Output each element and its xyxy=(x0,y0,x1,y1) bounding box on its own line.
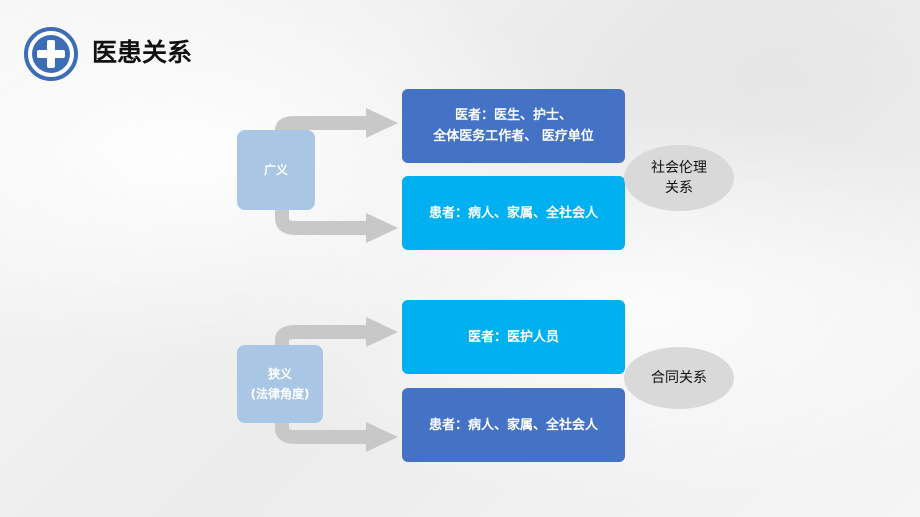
arrow-narrow-to-patient xyxy=(275,418,368,444)
patient-box-narrow: 患者：病人、家属、全社会人 xyxy=(402,388,625,462)
arrow-narrow-to-doctor xyxy=(275,325,368,350)
box-line: 患者：病人、家属、全社会人 xyxy=(428,205,598,221)
doctor-box-narrow: 医者：医护人员 xyxy=(402,300,625,374)
relation-line: 合同关系 xyxy=(651,370,707,386)
box-line: 全体医务工作者、 医疗单位 xyxy=(433,129,594,144)
patient-box-broad: 患者：病人、家属、全社会人 xyxy=(402,176,625,250)
arrowhead xyxy=(366,317,398,347)
category-broad: 广义 xyxy=(237,130,315,210)
category-label: (法律角度) xyxy=(250,387,310,401)
arrow-broad-to-patient xyxy=(275,200,368,235)
arrowhead xyxy=(366,213,398,243)
category-label: 狭义 xyxy=(267,367,292,381)
arrowhead xyxy=(366,108,398,138)
relation-line: 社会伦理 xyxy=(651,160,707,176)
category-narrow: 狭义 (法律角度) xyxy=(237,345,323,423)
arrow-broad-to-doctor xyxy=(275,116,368,138)
box-line: 医者：医生、护士、 xyxy=(454,108,572,123)
relation-line: 关系 xyxy=(665,180,693,196)
doctor-box-broad: 医者：医生、护士、 全体医务工作者、 医疗单位 xyxy=(402,89,625,163)
relation-ellipse-social: 社会伦理 关系 xyxy=(624,145,734,211)
box-line: 患者：病人、家属、全社会人 xyxy=(428,417,598,433)
relation-ellipse-contract: 合同关系 xyxy=(624,347,734,409)
box-line: 医者：医护人员 xyxy=(467,329,559,345)
medical-cross-icon xyxy=(24,27,78,81)
page-title: 医患关系 xyxy=(92,38,193,67)
category-label: 广义 xyxy=(263,163,288,177)
arrowhead xyxy=(366,422,398,452)
